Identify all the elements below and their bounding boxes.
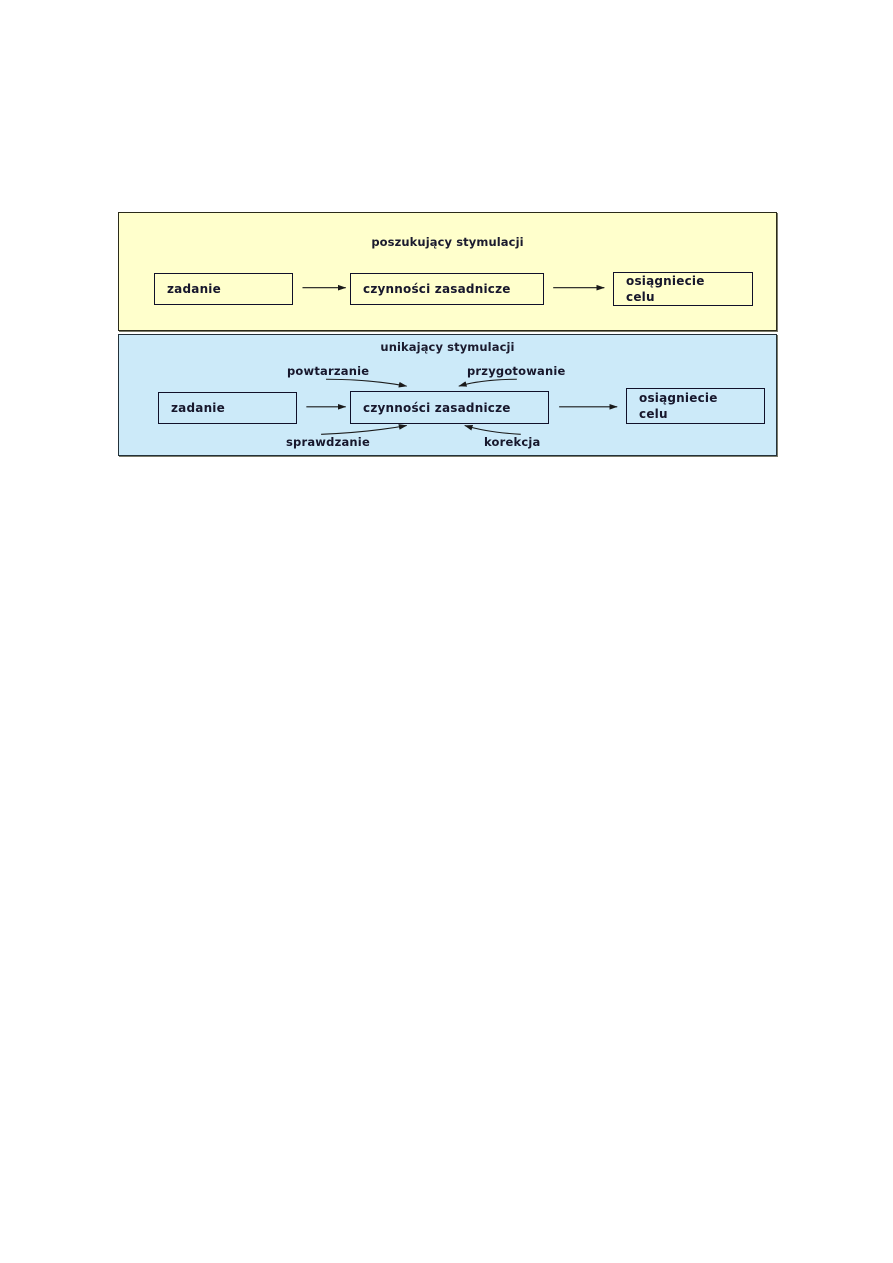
node-osiagniecie-celu-seeking: osiągniecie celu	[613, 272, 753, 306]
loop-label-korekcja: korekcja	[484, 435, 541, 449]
arrow-korekcja	[464, 424, 521, 435]
node-label: czynności zasadnicze	[363, 400, 511, 415]
panel-unikajacy-stymulacji: unikający stymulacji powtarzanie przygot…	[118, 334, 777, 456]
arrow-sprawdzanie	[321, 424, 408, 435]
loop-label-przygotowanie: przygotowanie	[467, 364, 566, 378]
node-osiagniecie-celu-avoiding: osiągniecie celu	[626, 388, 765, 424]
node-label-line2: celu	[639, 407, 668, 421]
node-label-line2: celu	[626, 290, 655, 304]
node-czynnosci-zasadnicze-seeking: czynności zasadnicze	[350, 273, 544, 305]
panel-title-avoiding: unikający stymulacji	[380, 340, 515, 354]
node-label-line1: osiągniecie	[626, 274, 705, 288]
node-label: zadanie	[171, 401, 225, 415]
panel-poszukujacy-stymulacji: poszukujący stymulacji zadanie czynności…	[118, 212, 777, 331]
loop-label-sprawdzanie: sprawdzanie	[286, 435, 370, 449]
node-label: zadanie	[167, 282, 221, 296]
node-czynnosci-zasadnicze-avoiding: czynności zasadnicze	[350, 391, 549, 424]
panel-title-seeking: poszukujący stymulacji	[371, 235, 524, 249]
node-zadanie-seeking: zadanie	[154, 273, 293, 305]
arrow-powtarzanie	[326, 378, 408, 388]
node-zadanie-avoiding: zadanie	[158, 392, 297, 424]
node-label-line1: osiągniecie	[639, 391, 718, 405]
loop-label-powtarzanie: powtarzanie	[287, 364, 370, 378]
arrow-przygotowanie	[458, 378, 517, 387]
node-label: czynności zasadnicze	[363, 282, 511, 296]
